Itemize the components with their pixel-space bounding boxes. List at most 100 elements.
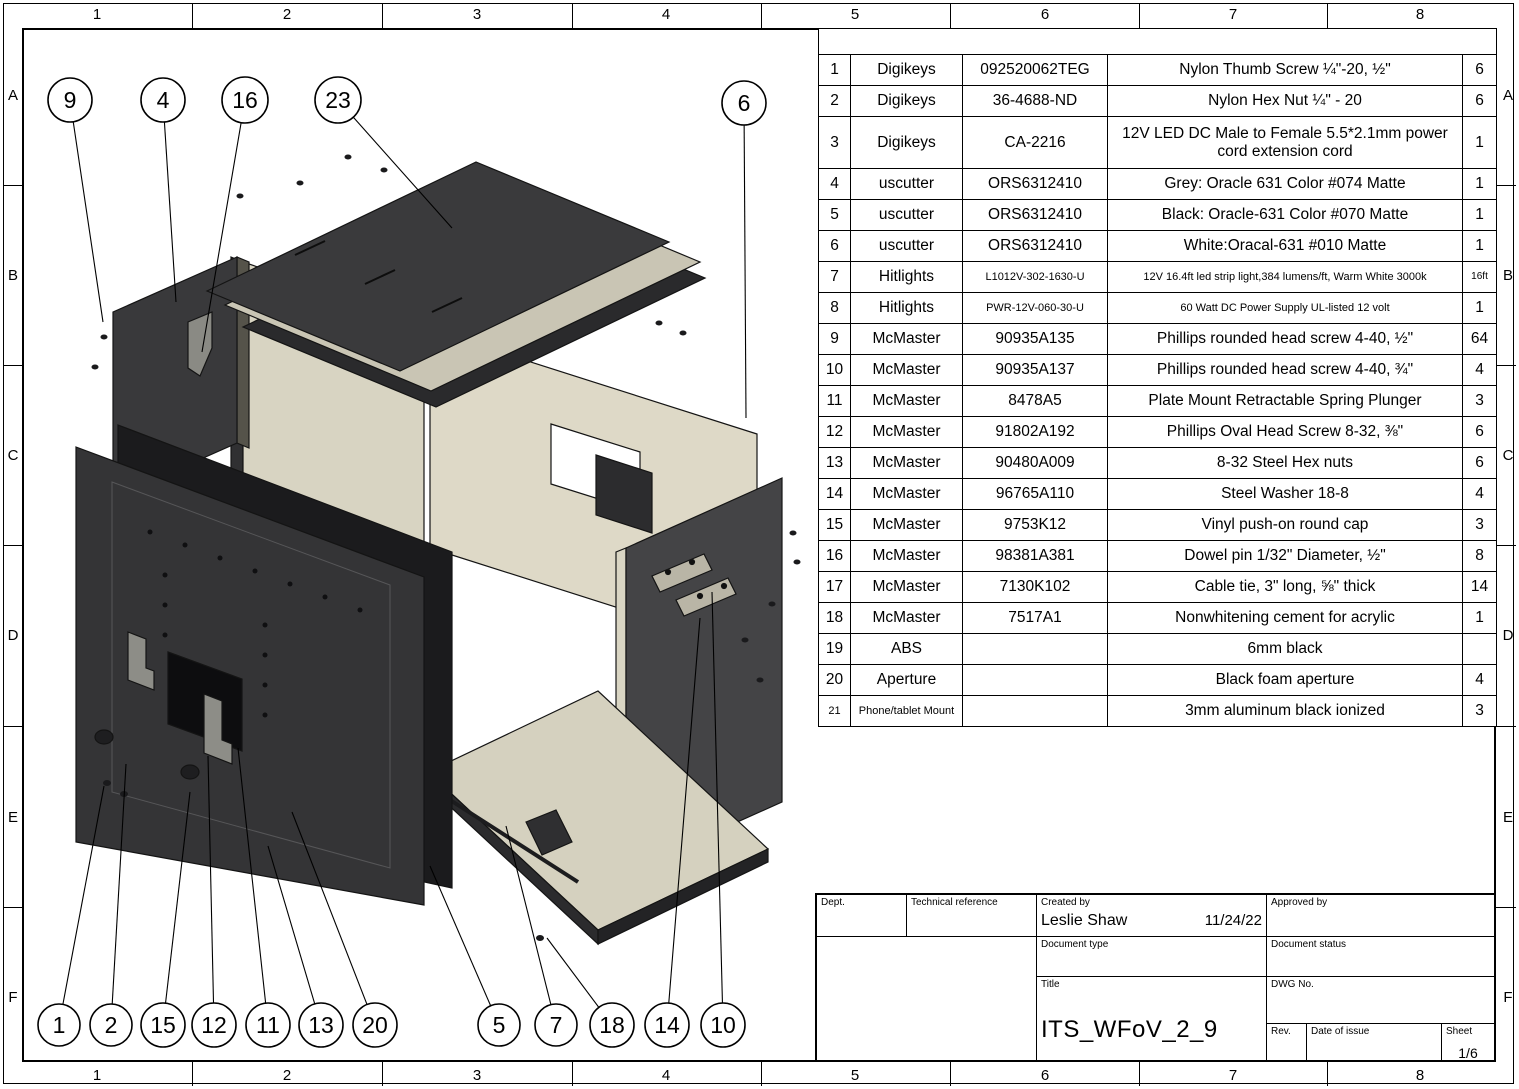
created-by-label: Created by [1041, 897, 1090, 908]
bom-cell-vendor: Hitlights [850, 261, 963, 293]
bom-cell-part: 98381A381 [962, 540, 1108, 572]
svg-text:23: 23 [325, 87, 351, 113]
svg-text:1: 1 [53, 1012, 66, 1038]
bom-cell-no: 15 [818, 509, 851, 541]
bom-cell-part: 092520062TEG [962, 54, 1108, 86]
bom-cell-part: 90935A137 [962, 354, 1108, 386]
bom-cell-qty: 4 [1461, 478, 1498, 510]
balloon-18: 18 [589, 1002, 635, 1048]
bom-cell-vendor: Digikeys [850, 116, 963, 169]
bom-cell-no: 1 [818, 54, 851, 86]
bom-cell-desc: Dowel pin 1/32" Diameter, ½" [1107, 540, 1463, 572]
created-date-value: 11/24/22 [1204, 912, 1262, 929]
svg-text:4: 4 [157, 87, 170, 113]
bom-cell-vendor: McMaster [850, 602, 963, 634]
svg-text:2: 2 [105, 1012, 118, 1038]
svg-text:10: 10 [710, 1012, 736, 1038]
bom-cell-qty: 3 [1461, 509, 1498, 541]
svg-text:11: 11 [256, 1012, 280, 1038]
bom-cell-no: 16 [818, 540, 851, 572]
ruler-row-right-f: F [1503, 989, 1513, 1006]
ruler-col-top-6: 6 [1040, 6, 1050, 23]
ruler-row-left-c: C [7, 447, 19, 464]
svg-text:5: 5 [493, 1012, 506, 1038]
front-panel [75, 446, 425, 906]
balloon-1: 1 [37, 1003, 81, 1047]
bom-cell-vendor: McMaster [850, 323, 963, 355]
right-wall-hinge-1 [651, 553, 713, 593]
bom-cell-no: 13 [818, 447, 851, 479]
svg-text:6: 6 [738, 90, 751, 116]
bom-cell-part: 9753K12 [962, 509, 1108, 541]
svg-text:7: 7 [550, 1012, 563, 1038]
leader-lines [58, 99, 747, 1026]
bom-cell-vendor: ABS [850, 633, 963, 665]
ruler-col-bot-1: 1 [92, 1067, 102, 1084]
title-label: Title [1041, 979, 1060, 990]
bom-cell-part: ORS6312410 [962, 199, 1108, 231]
bom-cell-vendor: McMaster [850, 571, 963, 603]
ruler-row-right-c: C [1502, 447, 1514, 464]
balloon-5: 5 [477, 1003, 521, 1047]
bom-cell-vendor: McMaster [850, 385, 963, 417]
bom-cell-part [962, 695, 1108, 727]
bom-cell-vendor: uscutter [850, 168, 963, 200]
bom-cell-desc: Vinyl push-on round cap [1107, 509, 1463, 541]
bom-cell-no: 18 [818, 602, 851, 634]
approved-by-cell: Approved by [1267, 895, 1494, 937]
bom-cell-no: 2 [818, 85, 851, 117]
bom-cell-desc: Steel Washer 18-8 [1107, 478, 1463, 510]
technical-reference-cell: Technical reference [907, 895, 1037, 937]
bom-cell-part: 96765A110 [962, 478, 1108, 510]
bom-cell-part: 36-4688-ND [962, 85, 1108, 117]
bom-cell-desc: Nonwhitening cement for acrylic [1107, 602, 1463, 634]
bom-cell-qty: 1 [1461, 602, 1498, 634]
bom-cell-no: 6 [818, 230, 851, 262]
technical-reference-label: Technical reference [911, 897, 998, 908]
bom-cell-desc: 12V LED DC Male to Female 5.5*2.1mm powe… [1107, 116, 1463, 169]
bom-cell-desc: White:Oracal-631 #010 Matte [1107, 230, 1463, 262]
drawing-title: ITS_WFoV_2_9 [1041, 1016, 1218, 1043]
svg-text:16: 16 [232, 87, 258, 113]
bom-cell-qty: 6 [1461, 54, 1498, 86]
bom-cell-qty: 6 [1461, 447, 1498, 479]
bom-cell-desc: 3mm aluminum black ionized [1107, 695, 1463, 727]
ruler-col-bot-4: 4 [661, 1067, 671, 1084]
bom-cell-no: 14 [818, 478, 851, 510]
bom-cell-desc: Black foam aperture [1107, 664, 1463, 696]
bom-cell-part [962, 664, 1108, 696]
title-cell: Title ITS_WFoV_2_9 [1037, 977, 1267, 1062]
bom-cell-qty: 14 [1461, 571, 1498, 603]
lid-top-plate [205, 161, 671, 372]
front-bracket-2 [203, 693, 233, 765]
bom-cell-part: 90480A009 [962, 447, 1108, 479]
balloon-10: 10 [700, 1002, 746, 1048]
loose-screws [91, 154, 801, 941]
title-block: Dept. Technical reference Created by Les… [815, 893, 1496, 1062]
document-type-cell: Document type [1037, 937, 1267, 977]
ruler-col-bot-8: 8 [1415, 1067, 1425, 1084]
document-status-cell: Document status [1267, 937, 1494, 977]
bom-cell-part [962, 633, 1108, 665]
ruler-row-right-e: E [1502, 809, 1513, 826]
bom-cell-desc: Nylon Hex Nut ¼" - 20 [1107, 85, 1463, 117]
bom-cell-qty: 4 [1461, 354, 1498, 386]
svg-text:12: 12 [201, 1012, 227, 1038]
bom-cell-no: 5 [818, 199, 851, 231]
bom-cell-qty: 3 [1461, 385, 1498, 417]
bom-cell-no: 10 [818, 354, 851, 386]
sheet-cell: Sheet 1/6 [1442, 1024, 1494, 1062]
